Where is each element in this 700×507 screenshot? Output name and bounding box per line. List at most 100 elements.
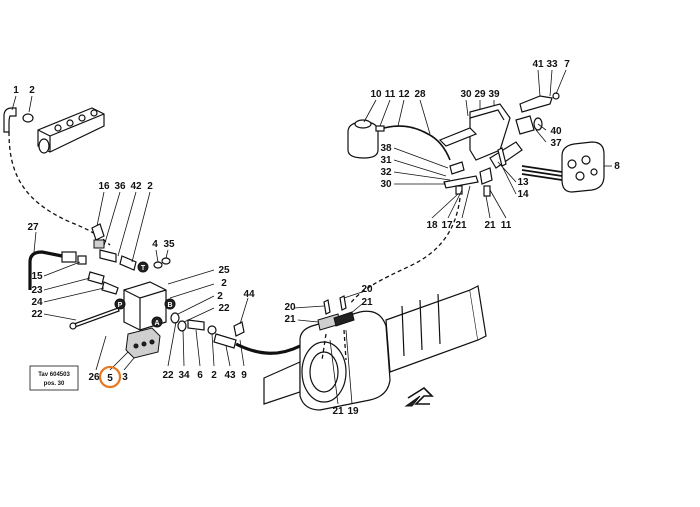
fitting-44 <box>233 321 245 337</box>
direction-arrow-icon <box>407 386 434 405</box>
port-marker-a <box>151 316 163 328</box>
callout-38: 38 <box>380 143 392 154</box>
fitting-16-nut <box>93 239 105 249</box>
callout-28: 28 <box>414 89 426 100</box>
leader-lines <box>11 69 612 405</box>
callout-2: 2 <box>217 291 223 302</box>
fitting-21-top <box>479 167 493 185</box>
axle-tube-end <box>469 285 487 341</box>
fitting-23 <box>87 271 105 285</box>
reference-line-2: pos. 30 <box>44 381 65 387</box>
callout-4: 4 <box>152 239 158 250</box>
callout-42: 42 <box>130 181 142 192</box>
manifold-block <box>37 107 105 153</box>
callout-31: 31 <box>380 155 392 166</box>
callout-21: 21 <box>455 220 467 231</box>
manifold-port <box>54 124 62 132</box>
callout-3: 3 <box>122 372 128 383</box>
port-label-b: B <box>167 302 172 309</box>
callout-22: 22 <box>31 309 43 320</box>
callout-33: 33 <box>546 59 558 70</box>
axle-tube-right <box>385 289 479 373</box>
manifold-end-cap <box>38 138 50 154</box>
callout-36: 36 <box>114 181 126 192</box>
reservoir-cap <box>354 119 372 129</box>
coil-pin <box>133 343 139 349</box>
callout-labels: 1 2 16 36 42 2 27 4 35 25 15 2 23 24 22 … <box>13 59 620 417</box>
callout-22: 22 <box>162 370 174 381</box>
nut-4 <box>153 261 163 269</box>
callout-10: 10 <box>370 89 382 100</box>
manifold-port <box>90 109 98 117</box>
master-cylinder-13 <box>489 141 523 169</box>
fitting-30 <box>443 175 479 189</box>
callout-19: 19 <box>347 406 359 417</box>
axle-flange-inner <box>309 351 339 393</box>
hose-fitting <box>61 251 77 263</box>
callout-40: 40 <box>550 126 562 137</box>
callout-22: 22 <box>218 303 230 314</box>
callout-2: 2 <box>147 181 153 192</box>
fitting-16 <box>91 223 105 241</box>
callout-1: 1 <box>13 85 19 96</box>
callout-21: 21 <box>361 297 373 308</box>
switch-8 <box>561 141 605 193</box>
callout-30: 30 <box>380 179 392 190</box>
hose-9 <box>235 342 301 355</box>
callout-44: 44 <box>243 289 255 300</box>
callout-24: 24 <box>31 297 43 308</box>
port-label-t: T <box>141 265 146 272</box>
switch-wires <box>521 165 563 181</box>
fitting-21 <box>483 185 491 197</box>
callout-11: 11 <box>501 220 512 231</box>
callout-30: 30 <box>460 89 472 100</box>
callout-37: 37 <box>550 138 562 149</box>
callout-21: 21 <box>284 314 296 325</box>
reference-line-1: Tav 604503 <box>38 372 70 378</box>
fitting-41 <box>519 95 553 113</box>
callout-34: 34 <box>178 370 190 381</box>
fitting-36 <box>99 249 117 263</box>
callout-2: 2 <box>221 278 227 289</box>
pedal-arm <box>438 127 478 147</box>
switch-terminal <box>567 159 577 169</box>
reference-box-frame <box>29 365 79 391</box>
highlight-circle <box>98 365 122 389</box>
hose-dashed-center <box>349 197 461 305</box>
callout-20: 20 <box>284 302 296 313</box>
callout-9: 9 <box>241 370 247 381</box>
callout-14: 14 <box>517 189 529 200</box>
callout-5: 5 <box>107 373 113 384</box>
port-marker-p <box>114 298 126 310</box>
pedal-assembly <box>347 92 605 197</box>
nut-35 <box>161 257 171 265</box>
valve-assembly: T P B A <box>28 223 245 359</box>
callout-35: 35 <box>163 239 175 250</box>
fitting-42 <box>119 255 137 271</box>
callout-32: 32 <box>380 167 392 178</box>
callout-16: 16 <box>98 181 110 192</box>
axle-housing <box>263 285 487 411</box>
switch-terminal <box>590 168 598 176</box>
callout-27: 27 <box>27 222 39 233</box>
elbow-fitting-1 <box>3 107 17 133</box>
callout-29: 29 <box>474 89 486 100</box>
fitting-43 <box>213 333 237 349</box>
callout-21: 21 <box>484 220 496 231</box>
callout-21: 21 <box>332 406 344 417</box>
sensor-wires <box>321 329 347 361</box>
spring-14 <box>497 147 507 167</box>
fitting-24 <box>101 281 119 295</box>
washer-22 <box>170 312 180 324</box>
fitting-6 <box>187 319 205 331</box>
washer-34 <box>177 320 187 332</box>
pedal-ridge <box>469 109 505 121</box>
nut-2 <box>22 113 34 123</box>
port-marker-b <box>164 298 176 310</box>
callout-6: 6 <box>197 370 203 381</box>
bolt-head <box>69 322 77 330</box>
manifold-assembly <box>3 107 105 154</box>
direction-arrowhead-icon <box>404 395 421 407</box>
callout-20: 20 <box>361 284 373 295</box>
